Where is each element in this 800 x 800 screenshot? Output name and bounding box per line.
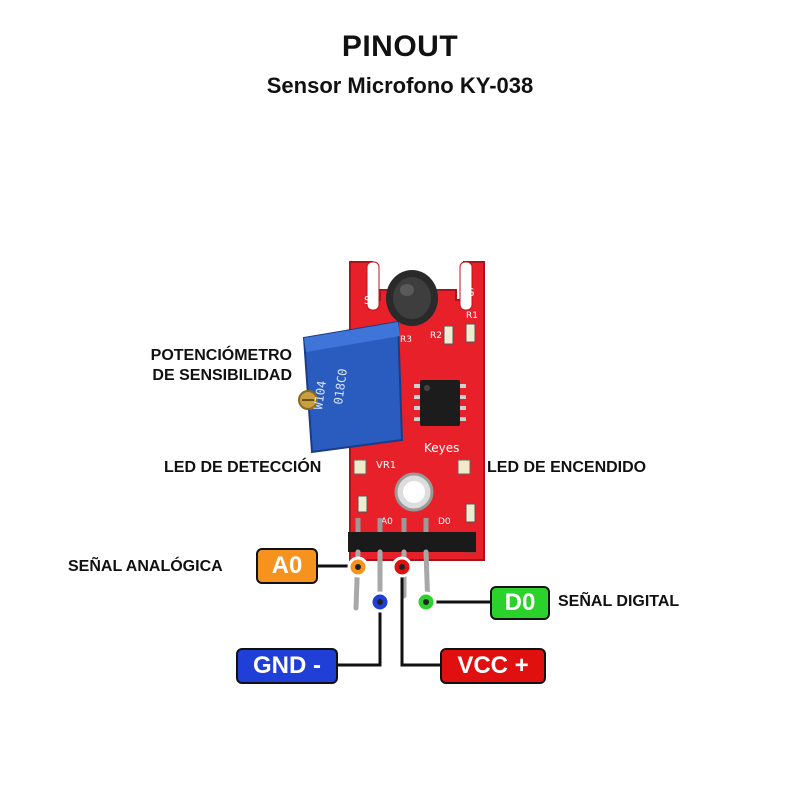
power-led (457, 459, 471, 475)
power-led-label: LED DE ENCENDIDO (487, 459, 647, 476)
silk-g: G (466, 286, 475, 299)
silk-keyes: Keyes (424, 441, 459, 455)
analog-signal-label: SEÑAL ANALÓGICA (68, 558, 223, 575)
potentiometer-label: POTENCIÓMETRO DE SENSIBILIDAD (150, 347, 292, 384)
silk-r1: R1 (466, 311, 478, 321)
silk-d0: D0 (438, 517, 451, 527)
silk-s: S (364, 294, 371, 307)
page-title: PINOUT (341, 30, 459, 63)
vcc-pin-tag: VCC + (440, 648, 546, 684)
microphone (386, 270, 438, 326)
vcc-connector (400, 570, 440, 667)
silk-r2: R2 (430, 331, 442, 341)
pot-marking-2: 018C0 (331, 368, 350, 406)
d0-pin-tag: D0 (490, 586, 550, 620)
detection-led (353, 459, 367, 475)
digital-signal-label: SEÑAL DIGITAL (558, 593, 680, 610)
gnd-connector (338, 604, 382, 667)
silk-r3: R3 (400, 335, 412, 345)
page-subtitle: Sensor Microfono KY-038 (266, 73, 534, 98)
detection-led-label: LED DE DETECCIÓN (164, 459, 322, 476)
silk-a0: A0 (381, 517, 393, 527)
pot-marking-1: W104 (311, 380, 329, 411)
gnd-pin-tag: GND - (236, 648, 338, 684)
comparator-chip (414, 380, 466, 426)
silk-vr1: VR1 (376, 460, 396, 471)
sensitivity-potentiometer: W104 018C0 (298, 320, 404, 454)
a0-pin-tag: A0 (256, 548, 318, 584)
